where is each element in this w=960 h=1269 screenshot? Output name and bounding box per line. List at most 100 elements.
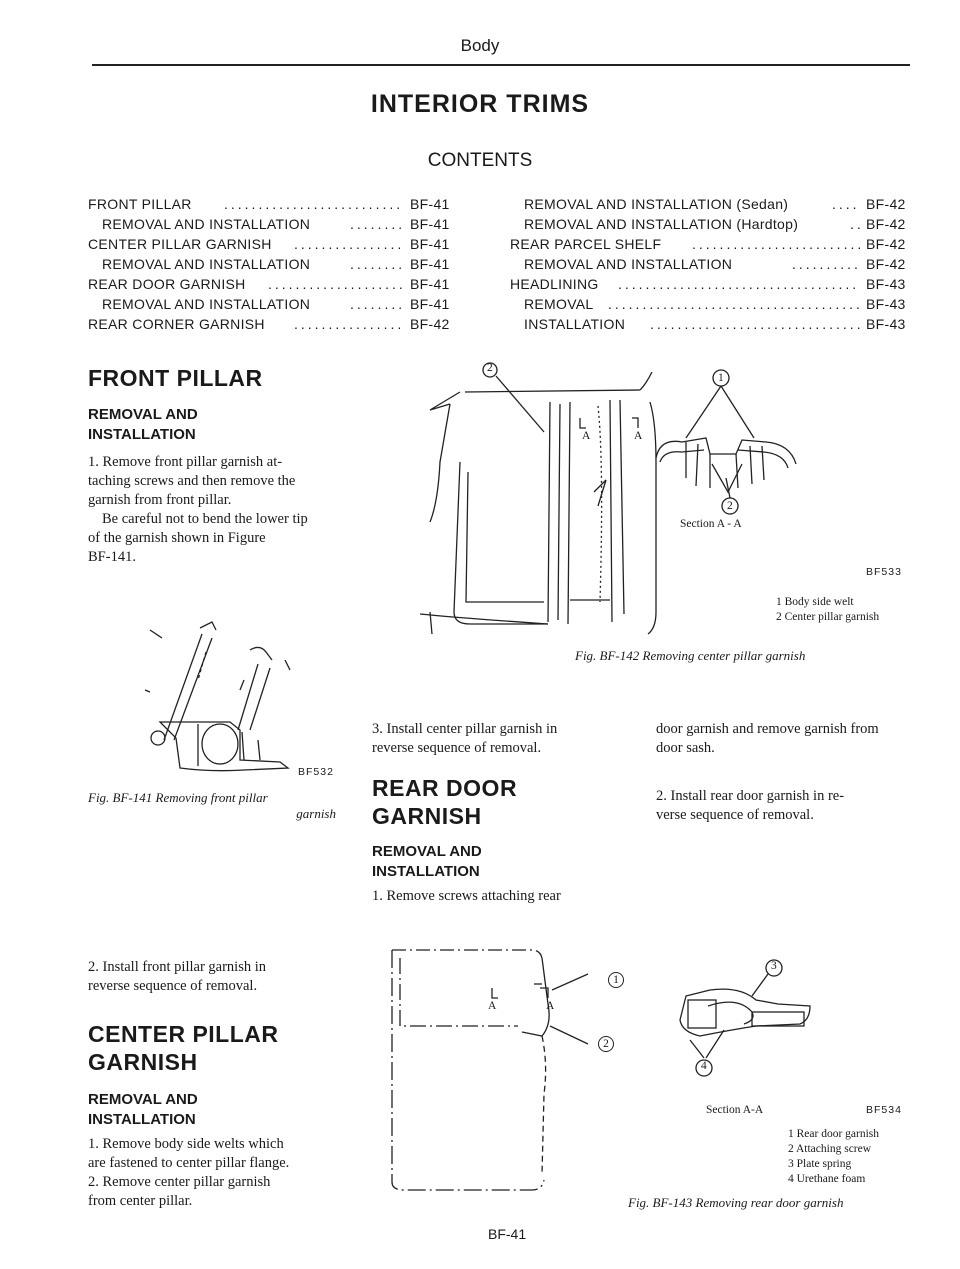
text-line: are fastened to center pillar flange. (88, 1155, 290, 1171)
toc-leader: .................. (350, 296, 404, 312)
front-pillar-step-1: 1. Remove front pillar garnish at- tachi… (88, 453, 338, 567)
toc-leader: ........................................… (650, 316, 860, 332)
text-line: 3. Install center pillar garnish in (372, 721, 558, 737)
front-pillar-subheading: REMOVAL AND INSTALLATION (88, 405, 198, 445)
toc-left: FRONT PILLAR ...........................… (88, 196, 450, 346)
toc-leader: ................. (792, 256, 860, 272)
toc-page: BF-41 (410, 196, 450, 212)
fig-bf142-callout-1: 1 (718, 372, 724, 384)
fig-bf143-door-drawing (391, 949, 589, 1191)
fig-bf142-caption: Fig. BF-142 Removing center pillar garni… (575, 648, 806, 663)
toc-entry: REMOVAL ................................… (510, 296, 910, 316)
toc-label: REAR DOOR GARNISH (88, 276, 246, 292)
fig-bf143-marker-a: A (488, 1000, 497, 1012)
toc-page: BF-43 (866, 276, 906, 292)
toc-entry: REMOVAL AND INSTALLATION (Sedan) ..... B… (510, 196, 910, 216)
toc-right: REMOVAL AND INSTALLATION (Sedan) ..... B… (510, 196, 910, 346)
fig-bf143-caption: Fig. BF-143 Removing rear door garnish (628, 1195, 844, 1210)
legend-item: 1 Rear door garnish (788, 1128, 880, 1140)
toc-label: REMOVAL (524, 296, 594, 312)
heading-line: GARNISH (372, 803, 482, 829)
text-line: taching screws and then remove the (88, 473, 296, 489)
toc-leader: ........................................… (618, 276, 860, 292)
center-pillar-subheading: REMOVAL AND INSTALLATION (88, 1090, 198, 1130)
caption-line: garnish (296, 806, 336, 821)
front-pillar-heading: FRONT PILLAR (88, 365, 263, 391)
toc-page: BF-41 (410, 216, 450, 232)
toc-page: BF-42 (866, 216, 906, 232)
text-line: verse sequence of removal. (656, 807, 814, 823)
legend-item: 2 Center pillar garnish (776, 611, 880, 623)
center-pillar-heading: CENTER PILLAR GARNISH (88, 1020, 279, 1076)
toc-label: REAR PARCEL SHELF (510, 236, 662, 252)
toc-page: BF-43 (866, 296, 906, 312)
toc-label: REMOVAL AND INSTALLATION (102, 216, 311, 232)
toc-entry: FRONT PILLAR ...........................… (88, 196, 450, 216)
subheading-line: REMOVAL AND (88, 406, 198, 423)
toc-entry: REMOVAL AND INSTALLATION ...............… (88, 296, 449, 316)
toc-label: HEADLINING (510, 276, 599, 292)
fig-bf141-code: BF532 (298, 766, 334, 778)
fig-bf143-section-view (679, 959, 811, 1077)
text-line: door sash. (656, 740, 715, 756)
legend-item: 2 Attaching screw (788, 1143, 872, 1155)
subheading-line: REMOVAL AND (372, 843, 482, 860)
toc-page: BF-41 (410, 236, 450, 252)
toc-leader: .. (850, 216, 861, 232)
subheading-line: INSTALLATION (372, 863, 480, 880)
fig-bf143-callout-2: 2 (598, 1036, 614, 1052)
toc-leader: ...................................... (692, 236, 860, 252)
toc-entry: REAR CORNER GARNISH ....................… (88, 316, 450, 336)
fig-bf143-section-label: Section A-A (706, 1104, 764, 1116)
toc-label: FRONT PILLAR (88, 196, 192, 212)
toc-page: BF-43 (866, 316, 906, 332)
header-rule (92, 64, 910, 66)
text-line: garnish from front pillar. (88, 492, 232, 508)
subheading-line: REMOVAL AND (88, 1091, 198, 1108)
legend-item: 4 Urethane foam (788, 1173, 866, 1185)
toc-page: BF-41 (410, 276, 450, 292)
fig-bf142-section-view (655, 369, 797, 515)
toc-entry: INSTALLATION ...........................… (510, 316, 910, 336)
fig-bf143-code: BF534 (866, 1104, 902, 1116)
toc-label: REMOVAL AND INSTALLATION (102, 256, 311, 272)
toc-label: INSTALLATION (524, 316, 626, 332)
text-line: Be careful not to bend the lower tip (102, 511, 308, 527)
rear-door-step-2: 2. Install rear door garnish in re- vers… (656, 787, 910, 825)
subheading-line: INSTALLATION (88, 1111, 196, 1128)
fig-bf142-callout-2: 2 (727, 500, 733, 512)
toc-entry: REMOVAL AND INSTALLATION ...............… (510, 256, 910, 276)
text-line: 2. Remove center pillar garnish (88, 1174, 271, 1190)
toc-label: REMOVAL AND INSTALLATION (524, 256, 733, 272)
text-line: reverse sequence of removal. (372, 740, 542, 756)
legend-item: 3 Plate spring (788, 1158, 852, 1170)
fig-bf142-section-label: Section A - A (680, 518, 742, 530)
center-pillar-step-3: 3. Install center pillar garnish in reve… (372, 720, 628, 758)
text-line: BF-141. (88, 549, 136, 565)
heading-line: CENTER PILLAR (88, 1021, 279, 1047)
text-line: 1. Remove body side welts which (88, 1136, 284, 1152)
fig-bf142-marker-a: A (582, 430, 591, 442)
toc-page: BF-42 (410, 316, 450, 332)
page-number: BF-41 (488, 1226, 527, 1242)
toc-leader: .......................... (294, 316, 404, 332)
fig-bf143-callout-4: 4 (701, 1060, 707, 1072)
toc-leader: .............................. (268, 276, 404, 292)
contents-heading: CONTENTS (427, 150, 533, 171)
text-line: of the garnish shown in Figure (88, 530, 266, 546)
page-title: INTERIOR TRIMS (370, 90, 590, 118)
caption-line: Fig. BF-141 Removing front pillar (88, 790, 268, 805)
toc-entry: REAR DOOR GARNISH ......................… (88, 276, 450, 296)
toc-entry: CENTER PILLAR GARNISH ..................… (88, 236, 450, 256)
text-line: from center pillar. (88, 1193, 193, 1209)
fig-bf141-caption: Fig. BF-141 Removing front pillar garnis… (88, 790, 336, 822)
fig-bf142-code: BF533 (866, 566, 902, 578)
toc-leader: ........................................… (608, 296, 860, 312)
fig-bf142-drawing (419, 362, 657, 635)
toc-page: BF-42 (866, 256, 906, 272)
front-pillar-step-2: 2. Install front pillar garnish in rever… (88, 958, 338, 996)
toc-entry: REMOVAL AND INSTALLATION ...............… (88, 256, 449, 276)
toc-leader: .................. (350, 256, 404, 272)
fig-bf143-callout-1: 1 (608, 972, 624, 988)
toc-leader: ..... (832, 196, 860, 212)
